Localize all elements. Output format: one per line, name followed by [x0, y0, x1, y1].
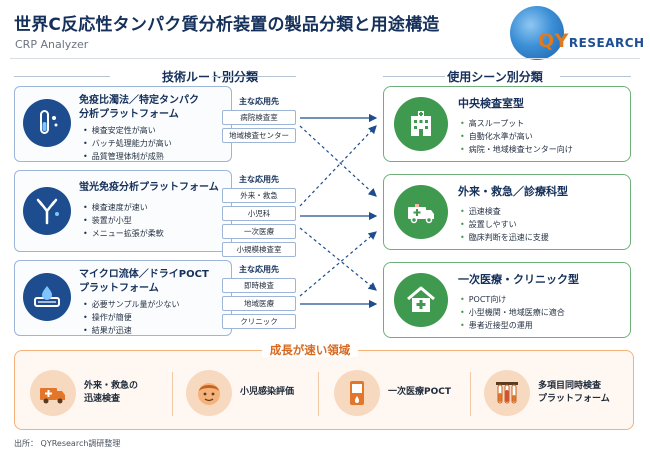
tech-bullets: 検査安定性が高い バッチ処理能力が高い 品質管理体制が成熟 — [83, 124, 172, 163]
ambulance-icon — [30, 370, 76, 416]
logo-text: QYRESEARCH — [538, 30, 645, 52]
growth-label: 一次医療POCT — [388, 387, 451, 397]
tech-bullets: 検査速度が速い 装置が小型 メニュー拡張が柔軟 — [83, 201, 164, 240]
page-subtitle: CRP Analyzer — [15, 38, 89, 51]
app-tag: 外来・救急 — [222, 188, 296, 203]
heading-rule — [383, 76, 445, 77]
handheld-device-icon — [334, 370, 380, 416]
tech-route-heading: 技術ルート別分類 — [161, 70, 258, 84]
scene-title: 一次医療・クリニック型 — [458, 273, 579, 286]
app-list-2: 主な応用先 外来・救急 小児科 一次医療 小規模検査室 — [222, 174, 296, 260]
apps-label: 主な応用先 — [239, 97, 279, 106]
scene-title: 中央検査室型 — [458, 97, 524, 110]
source-note: 出所： QYResearch調研整理 — [14, 439, 121, 448]
growth-divider — [318, 372, 319, 416]
bullet: POCT向け — [460, 293, 565, 306]
app-list-1: 主な応用先 病院検査室 地域検査センター — [222, 96, 296, 146]
bullet: 操作が簡便 — [83, 311, 179, 324]
microfluidic-chip-icon — [23, 273, 71, 321]
scene-box-central-lab: 中央検査室型 高スループット 自動化水準が高い 病院・地域検査センター向け — [383, 86, 631, 162]
qyresearch-logo: QYRESEARCH — [508, 6, 645, 62]
heading-rule — [212, 76, 296, 77]
tech-box-fluorescence: 蛍光免疫分析プラットフォーム 検査速度が速い 装置が小型 メニュー拡張が柔軟 — [14, 170, 232, 252]
bullet: 迅速検査 — [460, 205, 549, 218]
bullet: メニュー拡張が柔軟 — [83, 227, 164, 240]
globe-icon — [510, 6, 564, 60]
bullet: 結果が迅速 — [83, 324, 179, 337]
apps-label: 主な応用先 — [239, 265, 279, 274]
ambulance-icon — [394, 185, 448, 239]
test-tubes-icon — [484, 370, 530, 416]
clinic-house-icon — [394, 273, 448, 327]
growth-title: 成長が速い領域 — [0, 342, 620, 358]
heading-rule — [14, 76, 110, 77]
app-tag: 地域医療 — [222, 296, 296, 311]
arrow-tech1-scene2 — [299, 125, 377, 197]
scene-box-primary-care: 一次医療・クリニック型 POCT向け 小型機関・地域医療に適合 患者近接型の運用 — [383, 262, 631, 338]
growth-label: 外来・救急の迅速検査 — [84, 381, 139, 404]
tech-title: 免疫比濁法／特定タンパク分析プラットフォーム — [79, 95, 199, 120]
app-tag: 病院検査室 — [222, 110, 296, 125]
arrow-tech3-scene2 — [299, 231, 377, 297]
app-tag: 小児科 — [222, 206, 296, 221]
bullet: 検査安定性が高い — [83, 124, 172, 137]
bullet: 自動化水準が高い — [460, 130, 573, 143]
bullet: 小型機関・地域医療に適合 — [460, 306, 565, 319]
bullet: バッチ処理能力が高い — [83, 137, 172, 150]
app-tag: 一次医療 — [222, 224, 296, 239]
bullet: 必要サンプル量が少ない — [83, 298, 180, 311]
app-tag: クリニック — [222, 314, 296, 329]
scene-bullets: 高スループット 自動化水準が高い 病院・地域検査センター向け — [460, 117, 573, 156]
hospital-icon — [394, 97, 448, 151]
growth-label: 小児感染評価 — [240, 387, 295, 397]
bullet: 品質管理体制が成熟 — [83, 150, 172, 163]
tech-bullets: 必要サンプル量が少ない 操作が簡便 結果が迅速 — [83, 298, 180, 337]
apps-label: 主な応用先 — [239, 175, 279, 184]
bullet: 臨床判断を迅速に支援 — [460, 231, 549, 244]
child-face-icon — [186, 370, 232, 416]
header-divider — [10, 58, 640, 59]
scene-bullets: POCT向け 小型機関・地域医療に適合 患者近接型の運用 — [460, 293, 565, 332]
bullet: 患者近接型の運用 — [460, 319, 565, 332]
bullet: 検査速度が速い — [83, 201, 164, 214]
antibody-icon — [23, 187, 71, 235]
growth-divider — [470, 372, 471, 416]
page-title: 世界C反応性タンパク質分析装置の製品分類と用途構造 — [14, 15, 440, 35]
app-tag: 即時検査 — [222, 278, 296, 293]
scene-title: 外来・救急／診療科型 — [458, 185, 568, 198]
bullet: 装置が小型 — [83, 214, 164, 227]
bullet: 病院・地域検査センター向け — [460, 143, 573, 156]
growth-divider — [172, 372, 173, 416]
growth-label: 多項目同時検査プラットフォーム — [538, 381, 610, 404]
arrow-tech2-scene3 — [299, 227, 377, 291]
app-tag: 小規模検査室 — [222, 242, 296, 257]
scene-bullets: 迅速検査 設置しやすい 臨床判断を迅速に支援 — [460, 205, 549, 244]
tech-title: 蛍光免疫分析プラットフォーム — [79, 182, 219, 193]
test-tube-icon — [23, 99, 71, 147]
bullet: 設置しやすい — [460, 218, 549, 231]
bullet: 高スループット — [460, 117, 573, 130]
heading-rule — [560, 76, 631, 77]
usage-scene-heading: 使用シーン別分類 — [447, 70, 543, 84]
scene-box-outpatient-er: 外来・救急／診療科型 迅速検査 設置しやすい 臨床判断を迅速に支援 — [383, 174, 631, 250]
app-tag: 地域検査センター — [222, 128, 296, 143]
app-list-3: 主な応用先 即時検査 地域医療 クリニック — [222, 264, 296, 332]
arrow-tech2-scene1 — [299, 125, 377, 207]
